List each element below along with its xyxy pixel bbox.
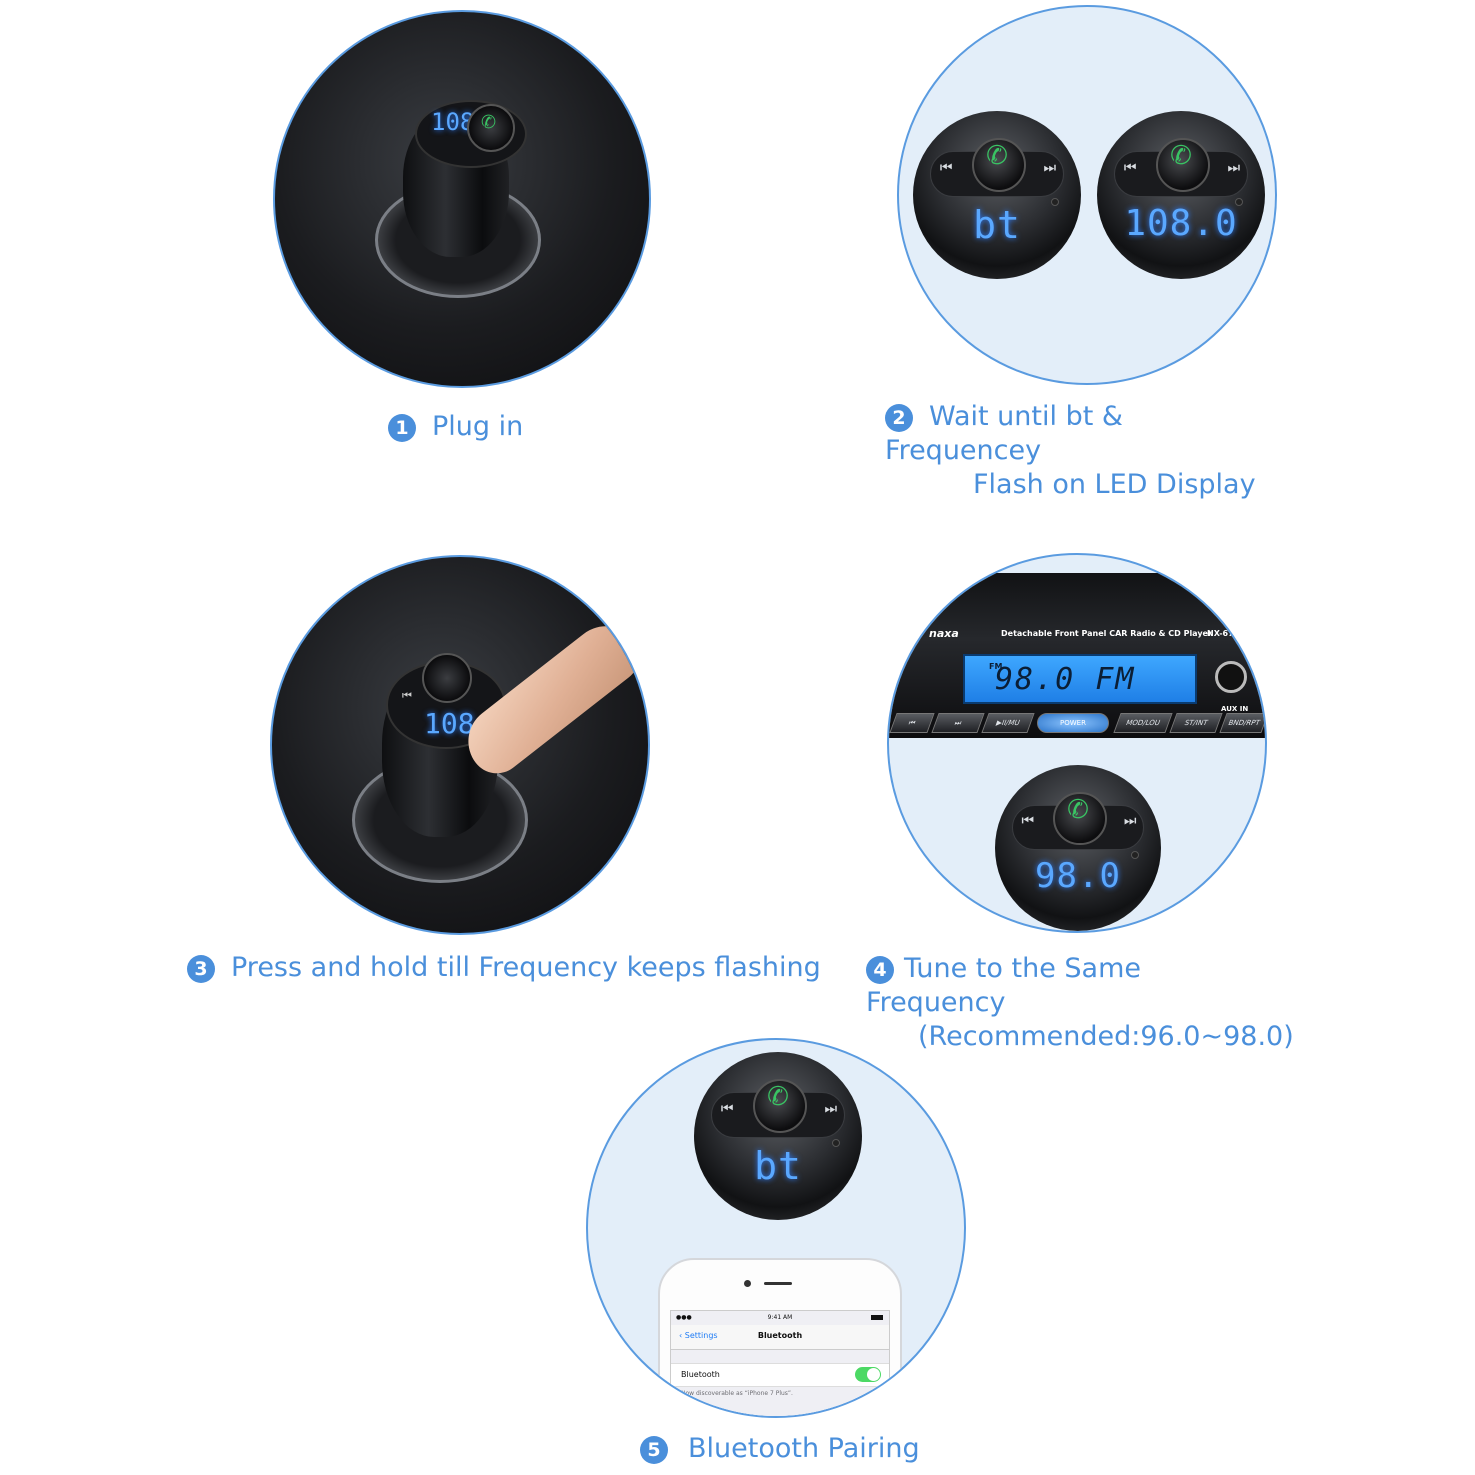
discoverable-note: Now discoverable as “iPhone 7 Plus”. [681, 1390, 793, 1397]
call-button [1053, 791, 1107, 846]
call-button [1155, 137, 1211, 193]
radio-bnd-button: BND/RPT [1219, 713, 1265, 733]
lcd-display: bt [754, 1144, 802, 1189]
iphone: ●●● 9:41 AM ‹ Settings Bluetooth Bluetoo… [658, 1258, 902, 1416]
transmitter-knob [422, 653, 472, 703]
lcd-display: 108.0 [1124, 203, 1238, 245]
earpiece [764, 1282, 792, 1285]
radio-play-button: ▶II/MU [981, 713, 1035, 733]
step1-photo: 108. ✆ [273, 10, 651, 388]
phone-icon: ✆ [767, 1082, 789, 1113]
step5-number: 5 [640, 1435, 668, 1464]
step2-line1: Wait until bt & Frequencey [885, 401, 1123, 466]
phone-icon: ✆ [986, 141, 1008, 172]
prev-icon: ⏮ [1123, 159, 1137, 176]
radio-caption: Detachable Front Panel CAR Radio & CD Pl… [1001, 629, 1212, 638]
signal-icon: ●●● [676, 1314, 692, 1321]
step4-line2: (Recommended:96.0~98.0) [918, 1021, 1294, 1052]
step2-photo: ✆ ⏮ ⏭ bt ✆ ⏮ ⏭ 108.0 [897, 5, 1277, 385]
step1-number: 1 [388, 413, 416, 442]
radio-screen: FM 98.0 FM [963, 654, 1197, 704]
call-button [971, 137, 1027, 193]
bluetooth-row-label: Bluetooth [681, 1370, 720, 1379]
prev-icon: ⏮ [1021, 813, 1035, 830]
prev-icon: ⏮ [720, 1100, 734, 1117]
radio-knob [1215, 661, 1247, 693]
radio-button-row: ⏮ ⏭ ▶II/MU POWER MOD/LOU ST/INT BND/RPT [889, 713, 1265, 735]
nav-bar: ‹ Settings Bluetooth [671, 1325, 889, 1350]
next-icon: ⏭ [1123, 813, 1137, 830]
lcd-display: 98.0 [1035, 856, 1121, 897]
next-icon: ⏭ [824, 1100, 838, 1117]
step3-text: Press and hold till Frequency keeps flas… [231, 952, 821, 983]
transmitter-knob [467, 104, 515, 152]
mic-dot [1131, 851, 1140, 860]
step1-label: 1 Plug in [388, 410, 523, 444]
step4-photo: naxa Detachable Front Panel CAR Radio & … [887, 553, 1267, 933]
mic-dot [1235, 198, 1244, 207]
radio-stint-button: ST/INT [1169, 713, 1223, 733]
next-icon: ⏭ [1227, 159, 1241, 176]
lcd-display: bt [973, 203, 1021, 248]
phone-icon: ✆ [1170, 141, 1192, 172]
radio-mod-button: MOD/LOU [1113, 713, 1173, 733]
step2-device-right: ✆ ⏮ ⏭ 108.0 [1097, 111, 1265, 279]
step2-device-left: ✆ ⏮ ⏭ bt [913, 111, 1081, 279]
prev-icon: ⏮ [939, 159, 953, 176]
back-settings-link[interactable]: ‹ Settings [679, 1331, 718, 1340]
step5-label: 5 Bluetooth Pairing [640, 1432, 920, 1466]
radio-next-button: ⏭ [931, 713, 985, 733]
step2-number: 2 [885, 403, 913, 432]
radio-band: FM [989, 662, 1003, 671]
nav-title: Bluetooth [757, 1331, 803, 1340]
phone-icon: ✆ [481, 112, 497, 133]
battery-icon [871, 1315, 883, 1320]
car-radio: naxa Detachable Front Panel CAR Radio & … [889, 573, 1265, 738]
radio-prev-button: ⏮ [889, 713, 935, 733]
step4-line1: Tune to the Same Frequency [866, 953, 1141, 1018]
radio-model: NX-67 [1207, 629, 1234, 638]
radio-power-button: POWER [1037, 713, 1109, 733]
step1-text: Plug in [432, 411, 524, 442]
step4-device: ✆ ⏮ ⏭ 98.0 [995, 765, 1161, 931]
step5-text: Bluetooth Pairing [688, 1433, 920, 1464]
step3-number: 3 [187, 954, 215, 983]
status-time: 9:41 AM [767, 1314, 793, 1321]
step2-line2: Flash on LED Display [973, 469, 1256, 500]
step4-number: 4 [866, 955, 894, 984]
step3-photo: ⏮ 108.0 [270, 555, 650, 935]
aux-label: AUX IN [1221, 705, 1249, 713]
phone-icon: ✆ [1067, 794, 1089, 825]
status-bar: ●●● 9:41 AM [671, 1314, 889, 1321]
front-camera [744, 1280, 751, 1287]
radio-frequency: 98.0 FM [995, 662, 1136, 697]
step5-photo: ✆ ⏮ ⏭ bt ●●● 9:41 AM ‹ Settings Bluetoot… [586, 1038, 966, 1418]
back-label: Settings [684, 1331, 718, 1340]
bluetooth-row: Bluetooth [671, 1363, 889, 1387]
step3-label: 3 Press and hold till Frequency keeps fla… [187, 951, 821, 985]
step5-device: ✆ ⏮ ⏭ bt [694, 1052, 862, 1220]
radio-brand: naxa [929, 627, 959, 640]
bluetooth-toggle[interactable] [855, 1367, 881, 1382]
iphone-screen: ●●● 9:41 AM ‹ Settings Bluetooth Bluetoo… [670, 1310, 890, 1416]
mic-dot [832, 1139, 841, 1148]
prev-icon: ⏮ [402, 689, 412, 702]
call-button [752, 1078, 808, 1134]
next-icon: ⏭ [1043, 159, 1057, 176]
mic-dot [1051, 198, 1060, 207]
